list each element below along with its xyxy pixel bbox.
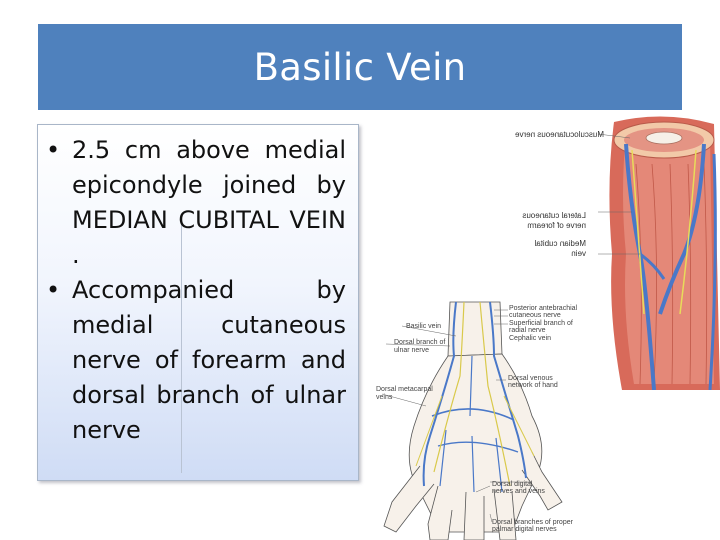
label-dorsal-venous-network-2: network of hand bbox=[508, 382, 558, 389]
label-dorsal-branch-ulnar-2: ulnar nerve bbox=[394, 347, 429, 354]
label-superficial-radial-2: radial nerve bbox=[509, 327, 546, 334]
label-median-cubital: Median cubital bbox=[534, 239, 586, 248]
label-proper-palmar: Dorsal branches of proper bbox=[492, 519, 574, 526]
bullet-item: • Accompanied by medial cutaneous nerve … bbox=[38, 273, 358, 448]
label-posterior-cutaneous: Posterior antebrachial bbox=[509, 305, 578, 312]
label-proper-palmar-2: palmar digital nerves bbox=[492, 526, 557, 533]
bullet-text: Accompanied by medial cutaneous nerve of… bbox=[72, 276, 346, 444]
bullet-text: 2.5 cm above medial epicondyle joined by… bbox=[72, 136, 346, 269]
label-dorsal-digital-2: nerves and veins bbox=[492, 488, 545, 495]
label-posterior-cutaneous-2: cutaneous nerve bbox=[509, 312, 561, 319]
forearm-drawing bbox=[597, 116, 720, 390]
label-lateral-cutaneous-2: nerve of forearm bbox=[527, 221, 586, 230]
label-dorsal-metacarpal: Dorsal metacarpal bbox=[376, 386, 433, 393]
label-superficial-radial: Superficial branch of bbox=[509, 320, 573, 327]
label-dorsal-venous-network: Dorsal venous bbox=[508, 375, 553, 382]
bullet-dot: • bbox=[46, 136, 61, 164]
hand-drawing bbox=[381, 301, 563, 540]
slide-title: Basilic Vein bbox=[253, 45, 467, 89]
label-cephalic-vein: Cephalic vein bbox=[509, 335, 551, 342]
divider-line bbox=[181, 223, 182, 473]
label-dorsal-metacarpal-2: veins bbox=[376, 394, 393, 401]
hand-illustration: Basilic vein Dorsal branch of ulnar nerv… bbox=[376, 301, 578, 540]
bullet-item: • 2.5 cm above medial epicondyle joined … bbox=[38, 133, 358, 273]
title-bar: Basilic Vein bbox=[38, 24, 682, 110]
label-dorsal-branch-ulnar: Dorsal branch of bbox=[394, 339, 445, 346]
label-dorsal-digital: Dorsal digital bbox=[492, 481, 533, 488]
forearm-illustration: Musculocutaneous nerve Lateral cutaneous… bbox=[515, 116, 720, 390]
label-basilic-vein: Basilic vein bbox=[406, 323, 441, 330]
label-median-cubital-2: vein bbox=[571, 249, 586, 258]
bullet-dot: • bbox=[46, 276, 61, 304]
bullet-list: • 2.5 cm above medial epicondyle joined … bbox=[38, 133, 358, 448]
label-lateral-cutaneous: Lateral cutaneous bbox=[522, 211, 586, 220]
content-box: • 2.5 cm above medial epicondyle joined … bbox=[37, 124, 359, 481]
label-musculocutaneous: Musculocutaneous nerve bbox=[515, 130, 604, 139]
